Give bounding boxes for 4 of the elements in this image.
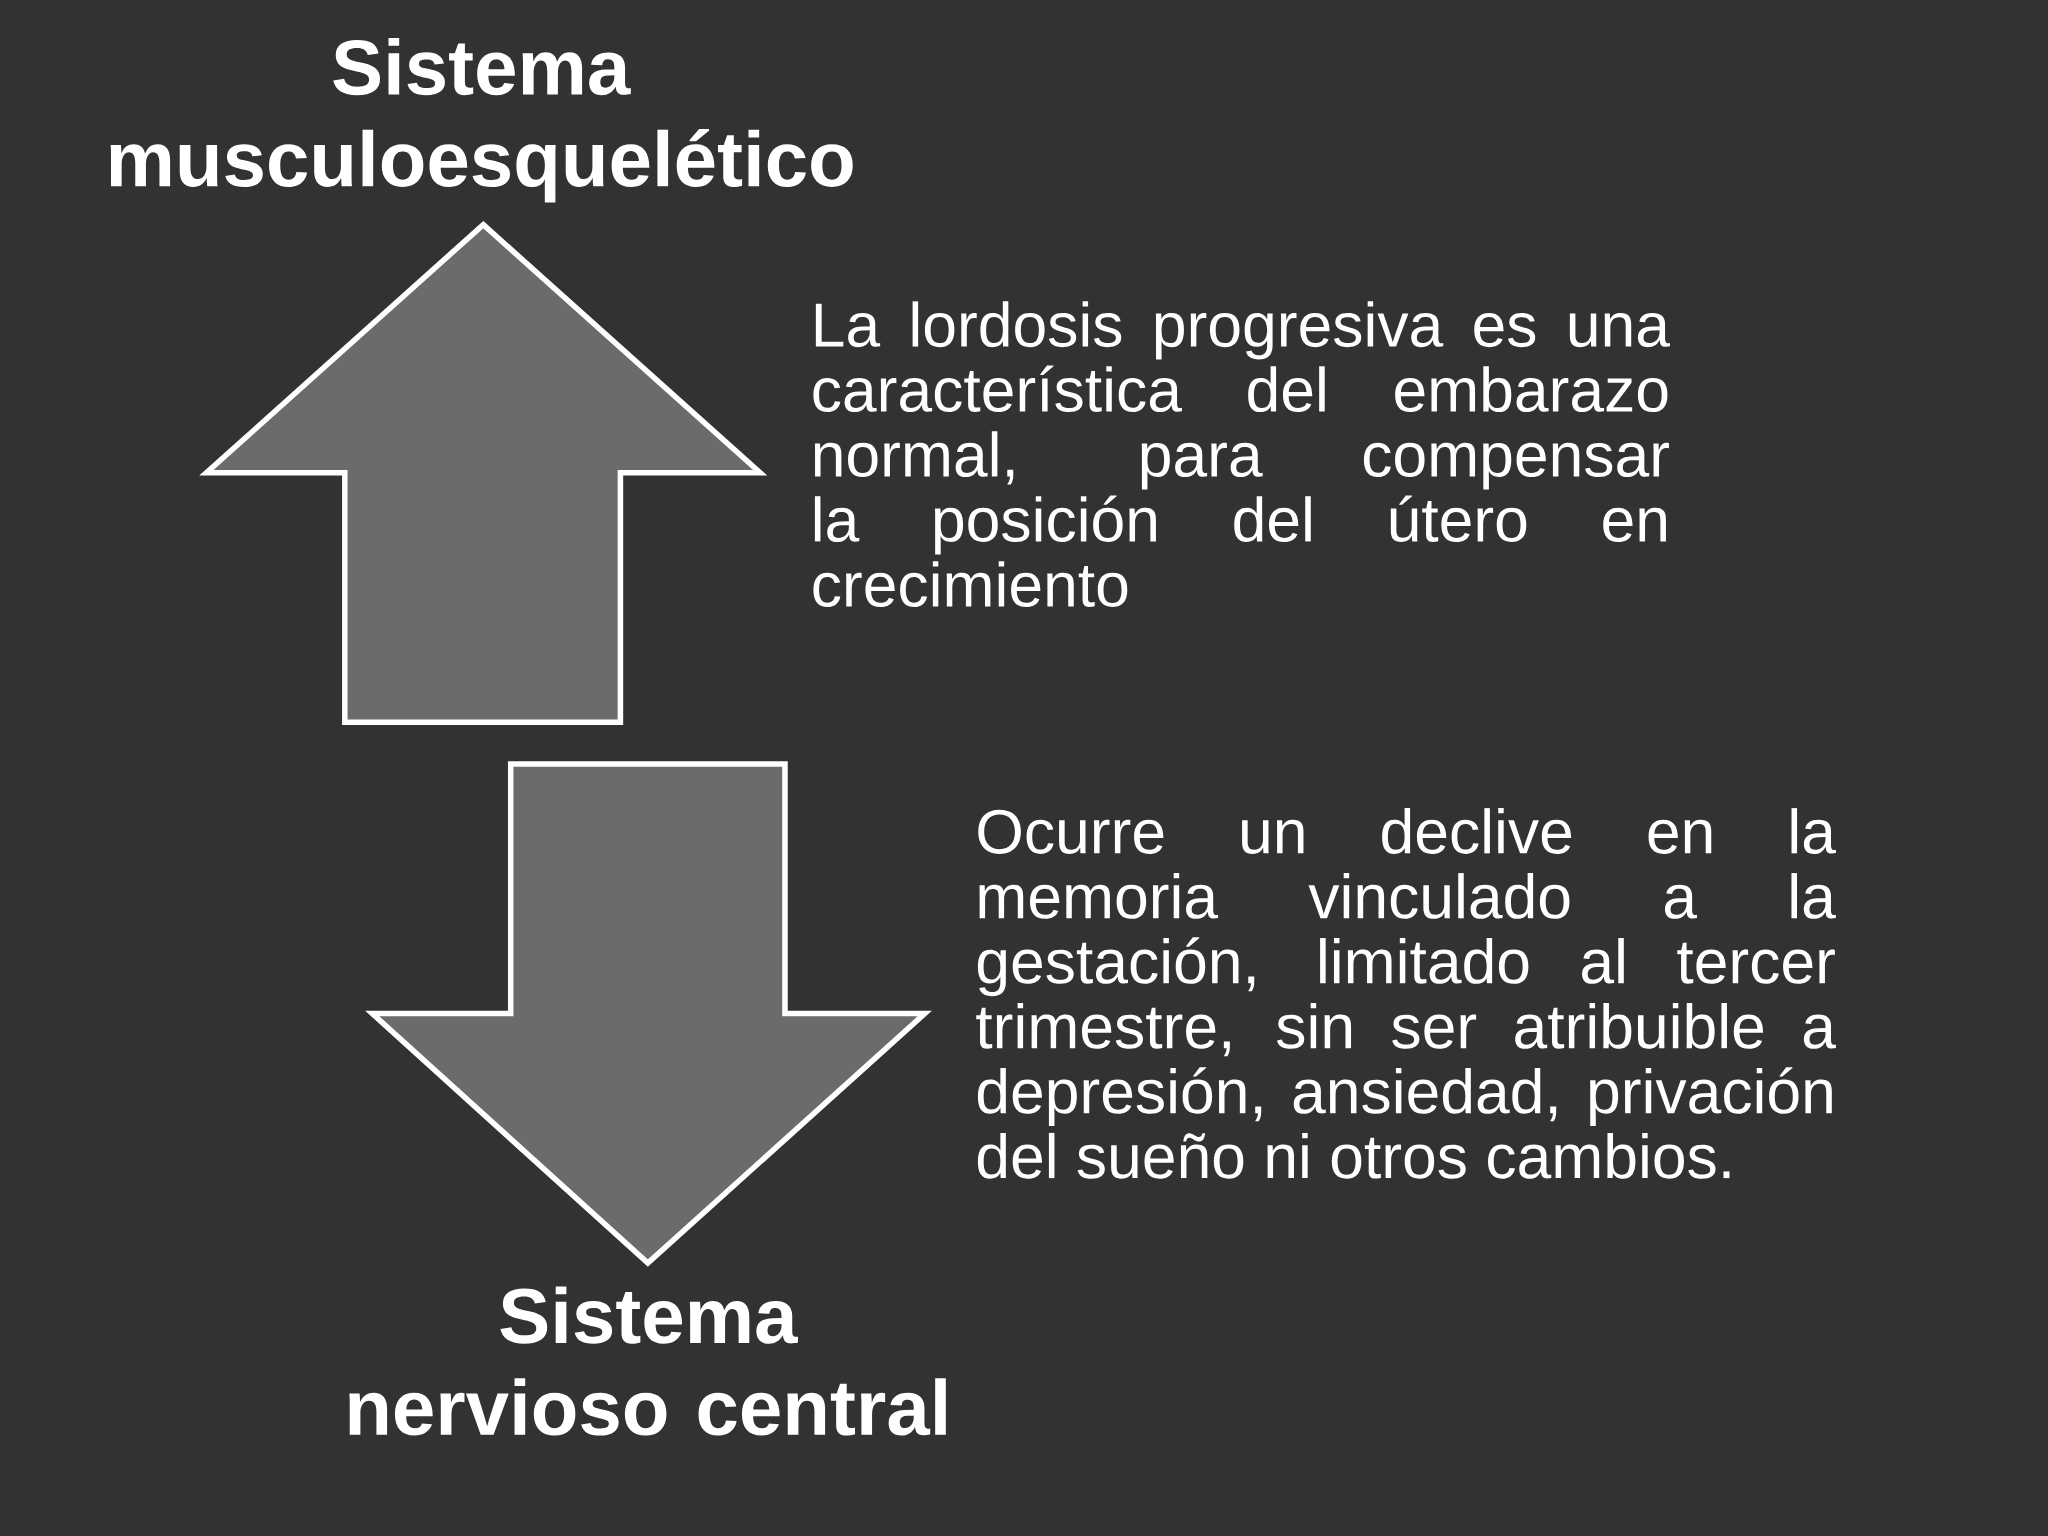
heading: Sistema nervioso central — [349, 1286, 946, 1436]
description-text: La lordosis progresiva es una característica del embarazo normal, para compensar la posición del útero en crecimiento — [813, 301, 1670, 607]
description-text: Ocurre un declive en la memoria vinculado a la gestación, limitado al tercer trimestre, sin ser atribuible a depresión, ansiedad, privación del sueño ni otros cambios. — [976, 808, 1836, 1179]
heading: Sistema musculoesquelético — [110, 37, 853, 203]
